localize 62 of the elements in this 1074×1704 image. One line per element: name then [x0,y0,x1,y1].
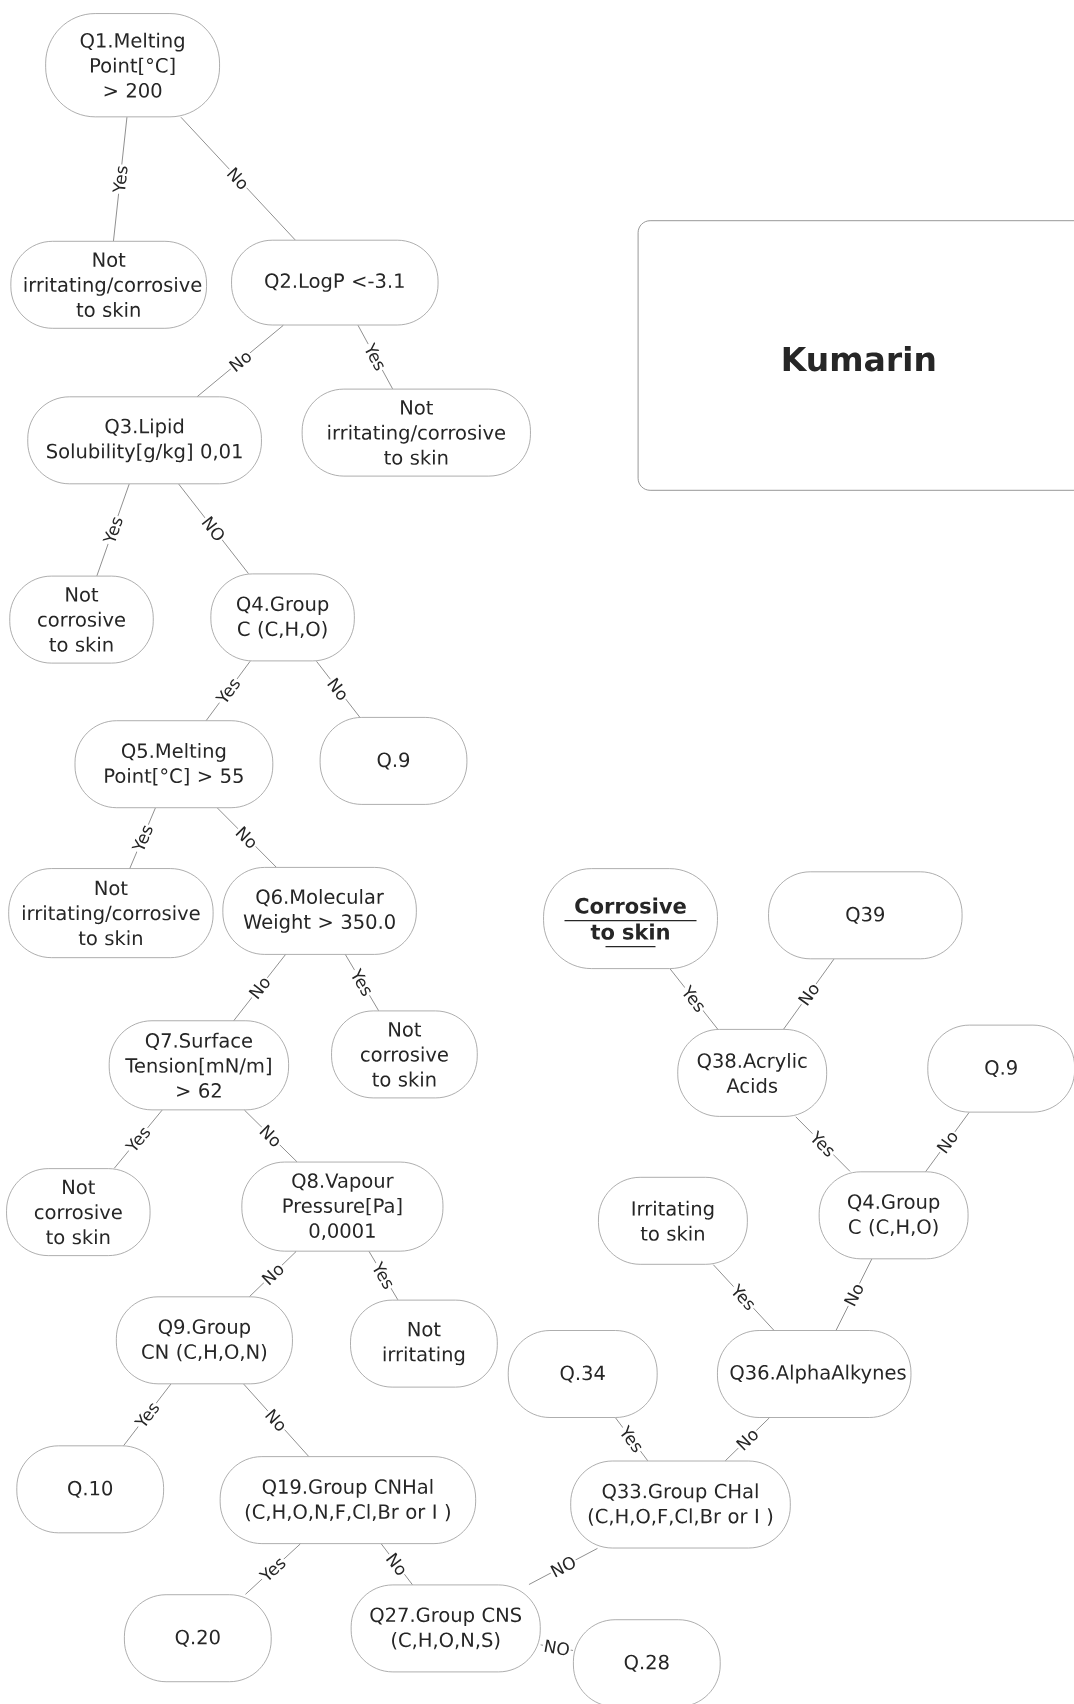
result-box: Corrosive to skin [543,868,718,969]
decision-box: Q6.Molecular Weight > 350.0 [222,867,417,955]
edge-label: Yes [213,674,243,707]
edge-label: Yes [616,1423,647,1456]
decision-box: Q19.Group CNHal (C,H,O,N,F,Cl,Br or I ) [219,1456,477,1544]
decision-box: Q38.Acrylic Acids [677,1029,828,1117]
edge-label: Yes [361,340,389,374]
edge-label: Yes [101,513,125,547]
edge-label: Yes [728,1281,759,1314]
decision-box: Q1.Melting Point[°C] > 200 [45,13,220,118]
edge-label: NO [541,1637,572,1658]
edge-label: Yes [132,1398,163,1431]
decision-box: Not corrosive to skin [9,575,154,664]
edge-label: NO [199,513,229,545]
decision-box: Q.28 [573,1619,721,1704]
decision-box: Q36.AlphaAlkynes [717,1330,912,1418]
edge-label: Yes [348,966,376,1000]
edge-label: No [841,1280,867,1310]
edge-label: Yes [257,1553,289,1585]
decision-box: Q39 [768,871,963,960]
decision-box: Not irritating/corrosive to skin [10,240,207,329]
title-card: Kumarin [637,220,1074,491]
decision-box: Q5.Melting Point[°C] > 55 [74,720,274,809]
decision-box: Q2.LogP <-3.1 [231,239,439,326]
decision-box: Q27.Group CNS (C,H,O,N,S) [350,1584,541,1673]
edge-label: No [262,1406,290,1435]
decision-box: Q4.Group C (C,H,O) [818,1171,969,1260]
edge-label: Yes [807,1128,839,1160]
decision-box: Q.10 [16,1445,164,1534]
edge-label: No [258,1260,287,1288]
decision-box: Irritating to skin [598,1176,748,1265]
decision-box: Q33.Group CHal (C,H,O,F,Cl,Br or I ) [570,1460,791,1549]
decision-box: Q.20 [124,1594,272,1683]
decision-box: Not irritating [350,1299,498,1388]
decision-box: Q.9 [927,1024,1074,1113]
edge-label: NO [547,1553,580,1580]
decision-box: Q3.Lipid Solubility[g/kg] 0,01 [27,396,262,485]
edge-label: Yes [123,1123,154,1156]
decision-box: Q.34 [507,1330,658,1418]
edge-label: Yes [369,1259,398,1293]
decision-box: Not irritating/corrosive to skin [301,388,531,477]
edge-label: Yes [130,821,156,855]
edge-label: No [383,1549,411,1579]
edge-label: Yes [679,982,709,1016]
edge-label: No [232,823,261,852]
edge-label: No [224,164,252,193]
edge-label: No [226,347,255,375]
decision-box: Q.9 [319,717,468,805]
decision-box: Q8.Vapour Pressure[Pa] 0,0001 [241,1161,444,1252]
edge-label: No [795,979,823,1009]
decision-box: Not irritating/corrosive to skin [8,868,214,959]
edge-label: Yes [111,163,130,195]
decision-box: Not corrosive to skin [331,1010,478,1099]
edge-label: No [324,674,352,704]
decision-box: Q4.Group C (C,H,O) [210,573,355,662]
decision-box: Not corrosive to skin [6,1168,151,1256]
edge-label: No [246,973,274,1002]
edge-label: No [256,1121,285,1150]
decision-box: Q7.Surface Tension[mN/m] > 62 [108,1020,289,1111]
decision-box: Q9.Group CN (C,H,O,N) [115,1296,293,1385]
edge-label: No [934,1127,961,1157]
edge-label: No [733,1425,762,1454]
